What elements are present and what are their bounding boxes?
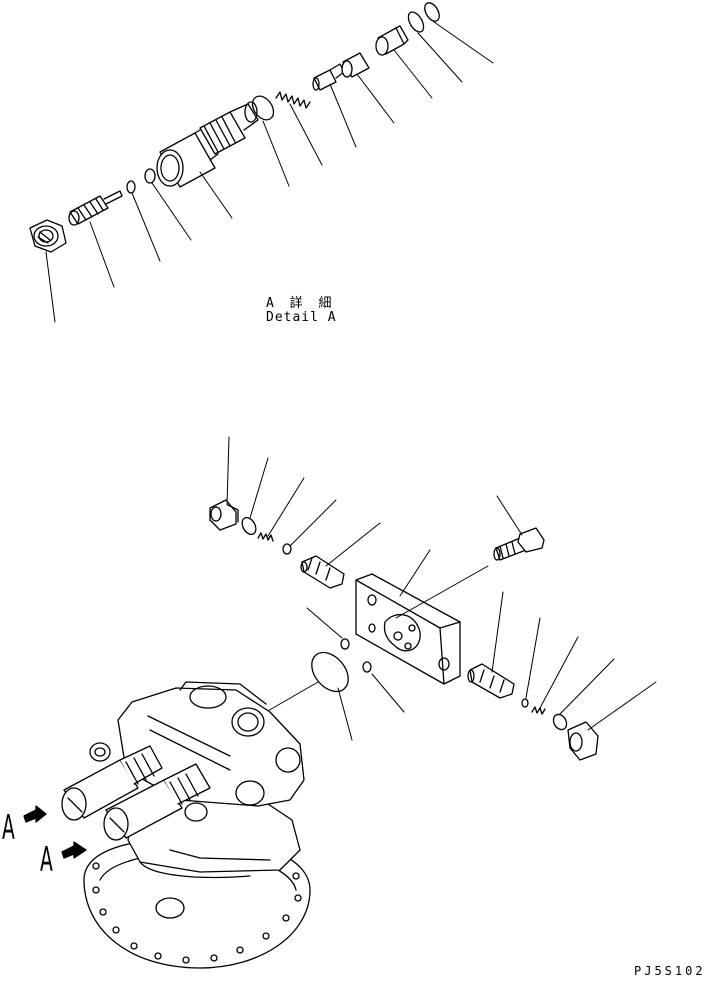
cover-block-part bbox=[356, 574, 460, 684]
o-ring-part bbox=[551, 712, 569, 732]
spool-part bbox=[301, 556, 344, 588]
poppet-part bbox=[313, 64, 344, 90]
nut-part bbox=[30, 220, 66, 252]
view-arrow-icon bbox=[24, 806, 46, 822]
o-ring-large-part bbox=[304, 646, 355, 699]
view-marker-label: A bbox=[2, 808, 15, 848]
detail-title-en: Detail A bbox=[266, 310, 337, 325]
bolt-part bbox=[494, 528, 544, 560]
valve-body-part bbox=[157, 102, 258, 187]
backup-ring-part bbox=[248, 92, 278, 124]
o-ring-part bbox=[239, 515, 258, 537]
o-ring-part bbox=[522, 699, 528, 707]
o-ring-part bbox=[405, 9, 426, 34]
valve-block-assembly bbox=[210, 437, 656, 760]
spool-part bbox=[468, 664, 514, 698]
relief-valve-cartridge bbox=[104, 764, 210, 840]
sleeve-part bbox=[342, 53, 369, 77]
spring-part bbox=[532, 707, 545, 714]
view-a-arrows bbox=[24, 806, 86, 858]
detail-a-assembly bbox=[30, 0, 493, 322]
o-ring-part bbox=[341, 639, 349, 649]
view-arrow-icon bbox=[62, 842, 86, 858]
plug-part bbox=[376, 26, 408, 55]
plug-part bbox=[568, 722, 598, 760]
flange-bolt-holes bbox=[93, 863, 301, 963]
o-ring-part bbox=[127, 181, 135, 193]
plug-part bbox=[210, 500, 238, 530]
spring-part bbox=[258, 533, 273, 541]
drawing-code: PJ5S102 bbox=[634, 964, 706, 978]
backup-ring-part bbox=[422, 0, 442, 23]
o-ring-part bbox=[363, 662, 371, 672]
leader-lines bbox=[46, 22, 493, 322]
o-ring-part bbox=[283, 544, 291, 554]
spring-part bbox=[276, 92, 310, 108]
o-ring-part bbox=[145, 169, 155, 183]
adjust-screw-part bbox=[69, 191, 122, 225]
leader-lines bbox=[227, 437, 656, 740]
view-marker-label: A bbox=[40, 840, 53, 880]
swing-motor-housing bbox=[62, 682, 310, 968]
detail-title-jp: A 詳 細 bbox=[266, 296, 336, 311]
relief-valve-cartridge bbox=[62, 746, 162, 820]
